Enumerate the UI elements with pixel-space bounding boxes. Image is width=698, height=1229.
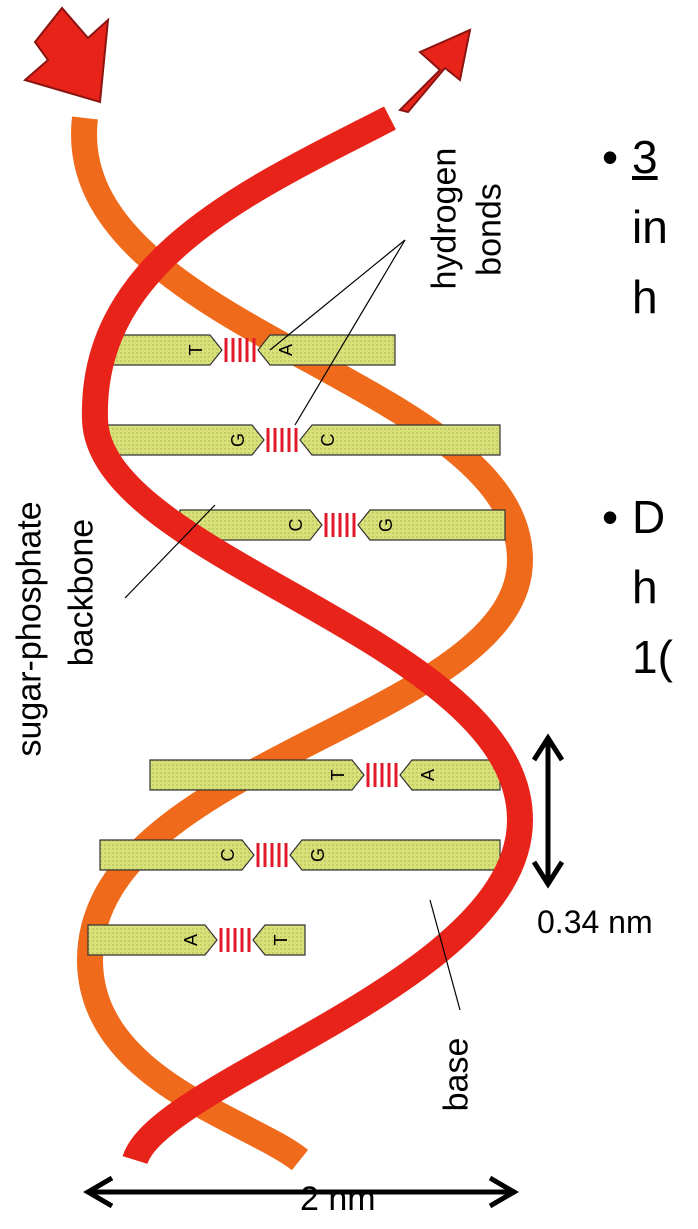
base-letter-4-1: G [308,848,328,862]
leader-hydrogen-1 [270,240,405,350]
base-pairs: T A G C C G T A C G A T [88,335,505,955]
base-letter-0-0: T [186,345,206,356]
base-letter-2-1: G [376,518,396,532]
bullet-2-line-2: h [632,560,673,614]
arrow-down-left-icon [25,8,108,102]
base-right-3 [400,760,500,790]
arrow-up-right-icon [400,30,470,112]
label-bonds: bonds [471,180,510,280]
label-rise: 0.34 nm [537,904,653,941]
bullet-2-line-1: D [632,490,673,544]
rise-arrow-icon [534,738,562,884]
bullet-1-line-1: 3 [632,130,668,184]
label-base: base [438,1035,477,1115]
base-letter-3-0: T [328,770,348,781]
label-width: 2 nm [300,1180,376,1219]
base-letter-2-0: C [286,519,306,532]
label-backbone: backbone [63,518,102,668]
base-letter-3-1: A [418,769,438,781]
bullet-1: • 3 in h [632,130,668,324]
base-letter-1-1: C [318,434,338,447]
bullet-1-line-3: h [632,270,668,324]
base-letter-5-1: T [271,935,291,946]
label-hydrogen: hydrogen [426,160,465,290]
base-letter-0-1: A [276,344,296,356]
bullet-2-line-3: 1( [632,630,673,684]
bullet-2: • D h 1( [632,490,673,684]
bullet-1-line-2: in [632,200,668,254]
base-letter-4-0: C [218,849,238,862]
base-letter-5-0: A [181,934,201,946]
base-letter-1-0: G [228,433,248,447]
label-sugar-phosphate: sugar-phosphate [11,517,50,757]
